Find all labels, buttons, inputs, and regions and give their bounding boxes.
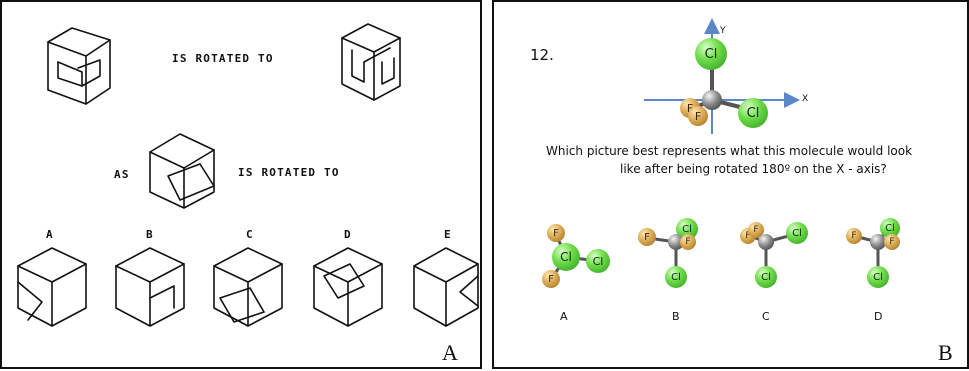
answer-b-fluorine-right: F xyxy=(680,234,696,250)
atom-fluorine-front: F xyxy=(688,106,708,126)
answer-c-chlorine-bottom: Cl xyxy=(755,266,777,288)
option-label-c: C xyxy=(246,228,254,241)
choice-label-b: B xyxy=(672,310,680,323)
answer-cube-c xyxy=(213,247,283,327)
answer-c-carbon xyxy=(758,234,774,250)
answer-cube-b xyxy=(115,247,185,327)
answer-d-chlorine-top: Cl xyxy=(880,218,900,238)
axis-label-x: X xyxy=(802,94,809,104)
panel-a-drawings xyxy=(17,23,479,327)
answer-d-fluorine-right: F xyxy=(884,234,900,250)
answer-cube-a xyxy=(17,247,87,327)
answer-d-chlorine-bottom: Cl xyxy=(867,266,889,288)
panel-b: 12. Y X Cl Cl F F Which picture best rep… xyxy=(492,0,969,369)
answer-c-chlorine-right: Cl xyxy=(786,222,808,244)
atom-chlorine-right: Cl xyxy=(738,98,768,128)
atom-carbon-center xyxy=(702,90,722,110)
panel-label-b: B xyxy=(938,340,953,365)
option-label-a: A xyxy=(46,228,54,241)
option-label-d: D xyxy=(344,228,352,241)
answer-cube-d xyxy=(313,247,383,327)
shape-rotated xyxy=(341,23,401,101)
question-line-1: Which picture best represents what this … xyxy=(546,144,913,158)
text-is-rotated-to-top: IS ROTATED TO xyxy=(172,52,274,65)
answer-d-carbon xyxy=(870,234,886,250)
option-label-e: E xyxy=(444,228,452,241)
text-as: AS xyxy=(114,168,130,181)
answer-cube-e xyxy=(413,247,479,327)
panel-label-a: A xyxy=(442,340,458,365)
question-number: 12. xyxy=(530,46,554,64)
choice-label-a: A xyxy=(560,310,568,323)
panel-a: IS ROTATED TO AS IS ROTATED TO A B C D E… xyxy=(0,0,482,369)
atom-chlorine-top: Cl xyxy=(695,38,727,70)
answer-a-chlorine-right: Cl xyxy=(586,249,610,273)
choice-label-c: C xyxy=(762,310,770,323)
answer-d-fluorine-left: F xyxy=(846,228,862,244)
answer-a-chlorine-center: Cl xyxy=(552,243,580,271)
shape-cube-middle xyxy=(149,133,215,209)
answer-a-fluorine-bottom: F xyxy=(542,270,560,288)
option-label-b: B xyxy=(146,228,154,241)
shape-original xyxy=(47,27,111,105)
answer-a-fluorine-top: F xyxy=(547,224,565,242)
choice-label-d: D xyxy=(874,310,883,323)
axis-label-y: Y xyxy=(720,26,726,36)
answer-c-fluorine-front: F xyxy=(748,222,764,238)
answer-b-fluorine-left: F xyxy=(638,228,656,246)
answer-b-chlorine-bottom: Cl xyxy=(665,266,687,288)
question-line-2: like after being rotated 180º on the X -… xyxy=(620,162,887,176)
text-is-rotated-to-middle: IS ROTATED TO xyxy=(238,166,340,179)
